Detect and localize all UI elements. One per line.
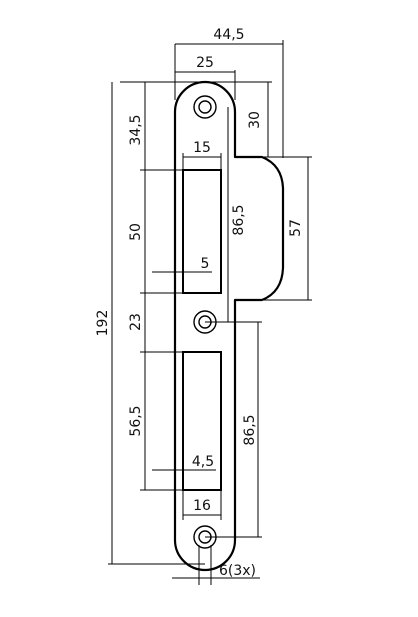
upper-slot <box>182 169 222 294</box>
dim-lip-height: 57 <box>262 156 312 301</box>
dim-label-upper-span: 86,5 <box>231 204 247 235</box>
dim-label-slot-lower-width: 16 <box>193 498 211 514</box>
dim-upper-span: 86,5 <box>227 107 247 322</box>
dim-label-lower-slot-offset: 4,5 <box>192 454 214 470</box>
dim-label-upper-slot-height: 50 <box>128 223 144 241</box>
dim-label-upper-slot-offset: 5 <box>201 256 210 272</box>
lower-slot <box>182 351 222 491</box>
dim-lower-slot-offset: 4,5 <box>152 454 216 471</box>
screw-hole-icon <box>193 95 217 119</box>
dim-label-lip-height: 57 <box>288 219 304 237</box>
dim-label-lower-span: 86,5 <box>242 414 258 445</box>
dim-top-offset: 30 <box>205 81 272 157</box>
dim-upper-slot-offset: 5 <box>152 256 212 273</box>
dim-label-slot-upper-width: 15 <box>193 140 211 156</box>
dim-plate-width: 25 <box>175 55 236 100</box>
dim-label-total-width: 44,5 <box>213 27 244 43</box>
dim-slot-upper-width: 15 <box>182 140 222 170</box>
dim-label-plate-width: 25 <box>196 55 214 71</box>
dim-label-top-hole-to-slot: 34,5 <box>128 114 144 145</box>
dim-lower-span: 86,5 <box>205 321 262 538</box>
dim-hole-size: 6(3x) <box>172 545 260 585</box>
strike-plate-outline <box>173 80 285 572</box>
dim-label-total-height: 192 <box>95 310 111 337</box>
dim-label-hole-size: 6(3x) <box>219 563 256 579</box>
dim-total-width: 44,5 <box>174 27 284 158</box>
dim-label-lower-slot-height: 56,5 <box>128 405 144 436</box>
dim-label-top-offset: 30 <box>247 111 263 129</box>
dim-label-mid-hole-spacing: 23 <box>128 313 144 331</box>
dim-left-verticals <box>108 81 205 565</box>
dim-slot-lower-width: 16 <box>182 490 222 520</box>
